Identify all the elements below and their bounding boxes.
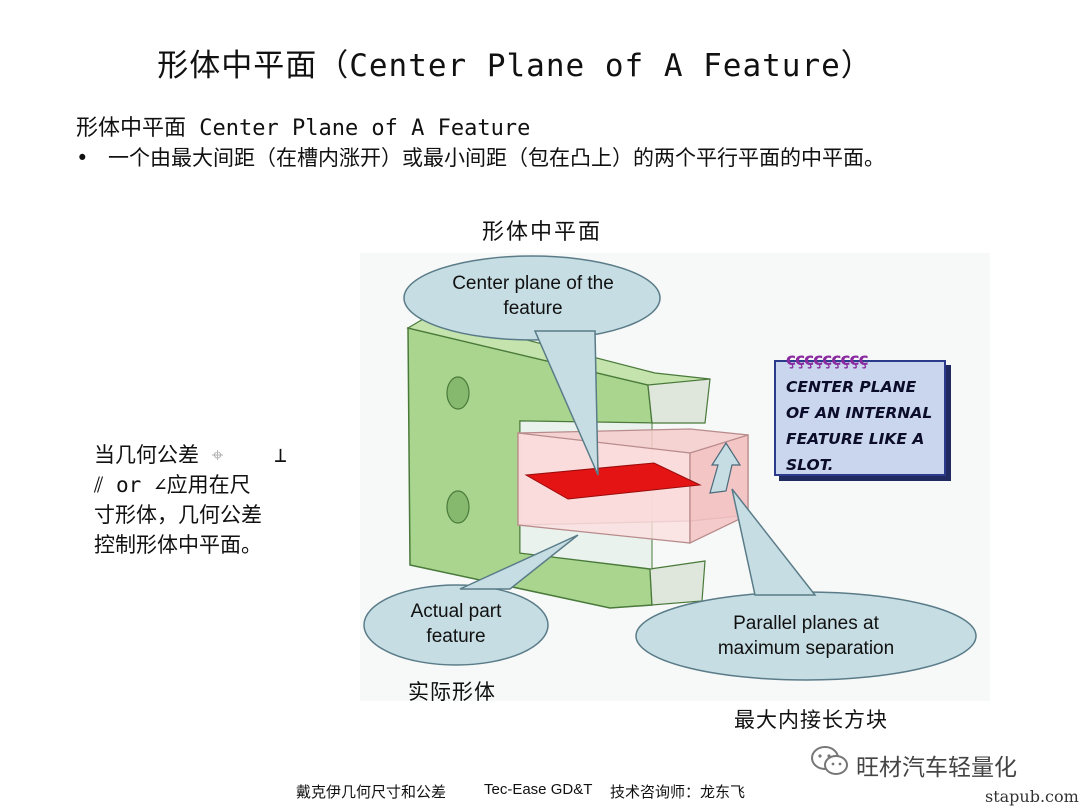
label-max-inscribed-block: 最大内接长方块 — [734, 708, 888, 732]
bullet-text: 一个由最大间距（在槽内涨开）或最小间距（包在凸上）的两个平行平面的中平面。 — [108, 146, 885, 170]
arrow-up-icon — [709, 441, 742, 494]
site-watermark: stapub.com — [985, 787, 1079, 806]
part-upper-shoulder — [647, 378, 711, 424]
note-card: ççççççççç CENTER PLANE OF AN INTERNAL FE… — [774, 350, 946, 476]
side-note: 当几何公差 ⌖ ⊥ ⫽ or ∠应用在尺 寸形体，几何公差 控制形体中平面。 — [94, 440, 319, 560]
side-note-prefix: 当几何公差 — [94, 443, 199, 467]
perpendicularity-symbol-icon: ⊥ — [274, 443, 287, 467]
side-note-line-2: ⫽ or ∠应用在尺 — [94, 473, 251, 497]
hole-upper — [446, 376, 470, 410]
footer-middle: Tec-Ease GD&T — [484, 781, 593, 798]
hole-lower — [446, 490, 470, 524]
bullet-item: • 一个由最大间距（在槽内涨开）或最小间距（包在凸上）的两个平行平面的中平面。 — [76, 144, 1016, 173]
label-actual-feature: 实际形体 — [408, 680, 496, 704]
footer: 戴克伊几何尺寸和公差 Tec-Ease GD&T 技术咨询师：龙东飞 — [0, 781, 1080, 803]
side-note-line-1: 当几何公差 ⌖ ⊥ — [94, 440, 319, 470]
spiral-binding-icon: ççççççççç — [786, 350, 869, 370]
callout-bubble-actual-part — [363, 584, 549, 666]
callout-center-plane-text: Center plane of the feature — [452, 273, 614, 319]
callout-bubble-center-plane — [403, 255, 661, 341]
part-lower-step — [649, 560, 706, 606]
diagram-heading: 形体中平面 — [482, 220, 603, 245]
footer-right: 技术咨询师：龙东飞 — [610, 783, 746, 801]
callout-pointer-parallel-planes — [731, 488, 817, 596]
center-plane-figure: Center plane of the feature Actual part … — [360, 253, 990, 701]
watermark-text: 旺材汽车轻量化 — [856, 755, 1017, 781]
side-note-line-4: 控制形体中平面。 — [94, 533, 262, 557]
note-text: CENTER PLANE OF AN INTERNAL FEATURE LIKE… — [786, 378, 933, 474]
bullet-marker: • — [76, 146, 89, 170]
position-symbol-icon: ⌖ — [211, 443, 224, 467]
callout-pointer-center-plane — [533, 330, 599, 476]
callout-pointer-actual-part — [459, 534, 579, 590]
slide-title: 形体中平面（Center Plane of A Feature） — [157, 48, 873, 84]
wechat-icon — [811, 746, 848, 775]
center-plane — [524, 462, 702, 500]
part-illustration — [363, 255, 977, 681]
callout-actual-part-text: Actual part feature — [410, 601, 502, 647]
subtitle: 形体中平面 Center Plane of A Feature — [76, 116, 531, 141]
side-note-line-3: 寸形体，几何公差 — [94, 503, 262, 527]
callout-parallel-planes-text: Parallel planes at maximum separation — [717, 613, 895, 659]
footer-left: 戴克伊几何尺寸和公差 — [296, 783, 447, 801]
